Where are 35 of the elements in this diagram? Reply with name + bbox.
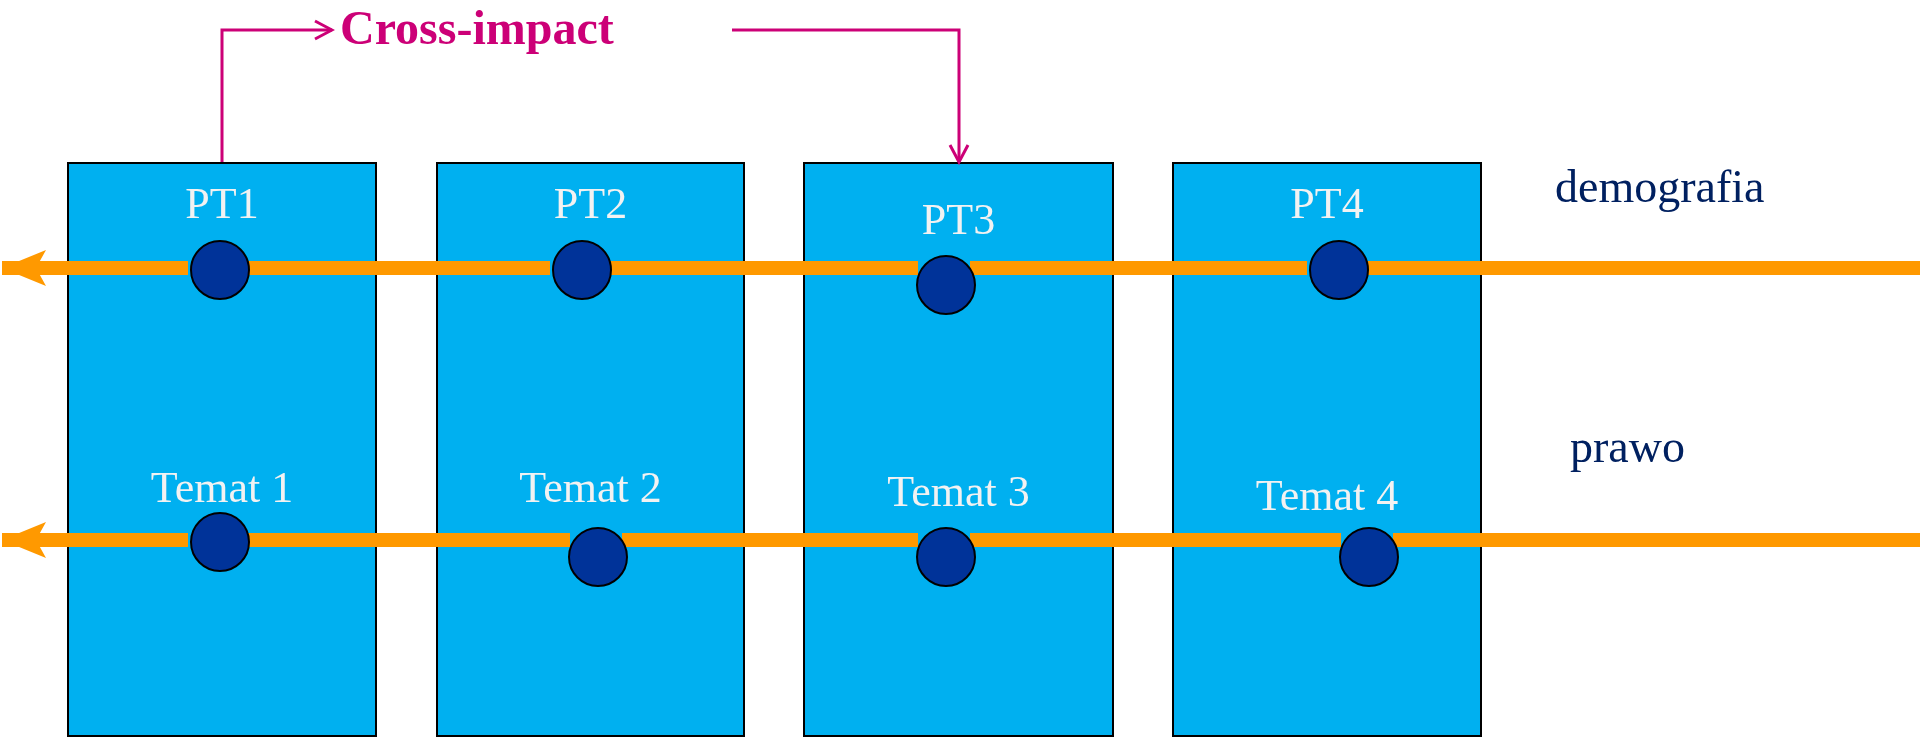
column-heading: PT3 [921, 195, 996, 244]
topic-column [436, 162, 745, 737]
column-heading: PT1 [185, 179, 259, 228]
connector-line [970, 533, 1341, 547]
connector-line [610, 261, 918, 275]
connector-line [970, 261, 1307, 275]
arrow [2, 250, 188, 286]
row-label: demografia [1555, 160, 1765, 213]
topic-column [1172, 162, 1482, 737]
topic-column [803, 162, 1114, 737]
topic-label: Temat 1 [150, 463, 294, 512]
column-heading: PT4 [1290, 179, 1364, 228]
dot-marker [190, 240, 250, 300]
dot-marker [552, 240, 612, 300]
connector-line [622, 533, 918, 547]
connector-line [248, 533, 570, 547]
arrow [2, 522, 188, 558]
dot-marker [916, 255, 976, 315]
dot-marker [1309, 240, 1369, 300]
dot-marker [1339, 527, 1399, 587]
row-label: prawo [1570, 420, 1685, 473]
arrow [732, 28, 970, 164]
connector-line [1367, 261, 1920, 275]
column-heading: PT2 [553, 179, 628, 228]
connector-line [1393, 533, 1920, 547]
dot-marker [190, 512, 250, 572]
arrow [220, 19, 334, 162]
connector-line [248, 261, 550, 275]
cross-impact-heading: Cross-impact [340, 0, 614, 55]
dot-marker [916, 527, 976, 587]
topic-label: Temat 4 [1255, 471, 1399, 520]
topic-label: Temat 2 [519, 463, 662, 512]
topic-column [67, 162, 377, 737]
dot-marker [568, 527, 628, 587]
topic-label: Temat 3 [887, 467, 1030, 516]
